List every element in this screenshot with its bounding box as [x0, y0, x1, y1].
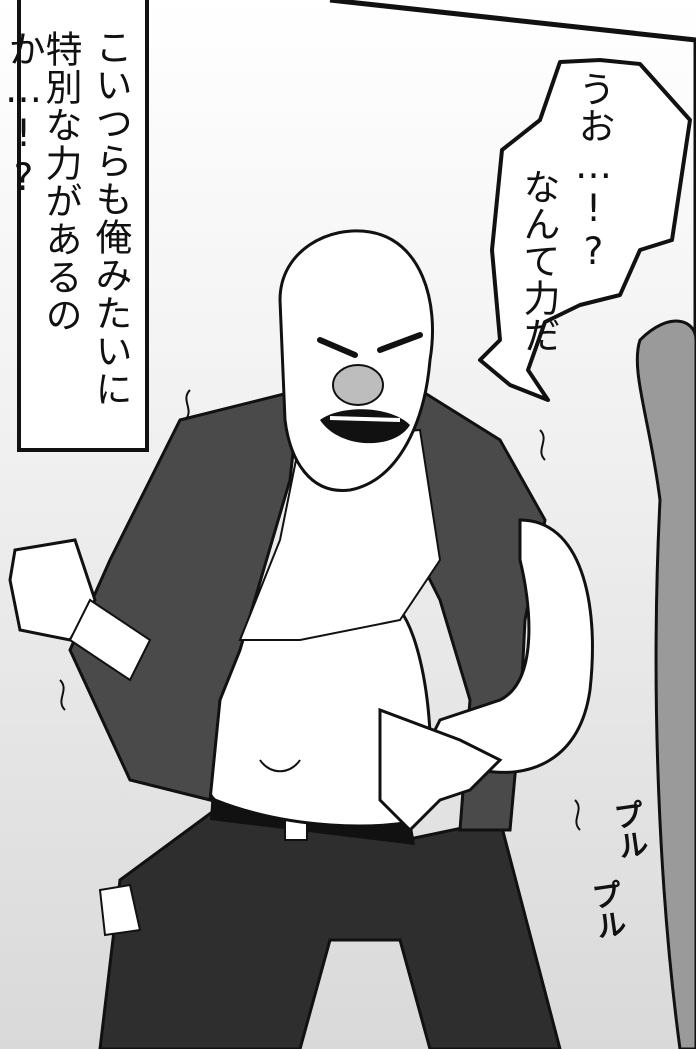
hand	[378, 707, 503, 833]
sound-effect-2: プル	[583, 877, 627, 943]
narration-line-2: 特別な力があるのか…!?	[2, 30, 82, 334]
right-arm	[417, 518, 594, 774]
narration-line-1: こいつらも俺みたいに	[89, 28, 132, 408]
speech-line-1: うお…!?	[572, 70, 615, 273]
girl-hair	[635, 319, 696, 1049]
tremble-lines	[59, 389, 581, 831]
torn-knee	[98, 883, 142, 937]
sound-effect-1: プル	[605, 797, 649, 863]
speech-line-2: なんて力だ	[517, 168, 560, 353]
pants	[98, 808, 562, 1049]
chest	[238, 428, 442, 641]
eyebrow	[317, 332, 423, 358]
panel-border	[329, 0, 696, 1049]
nose	[332, 364, 384, 406]
narration-box: こいつらも俺みたいに 特別な力があるのか…!?	[2, 0, 149, 452]
speech-bubble	[478, 58, 692, 402]
